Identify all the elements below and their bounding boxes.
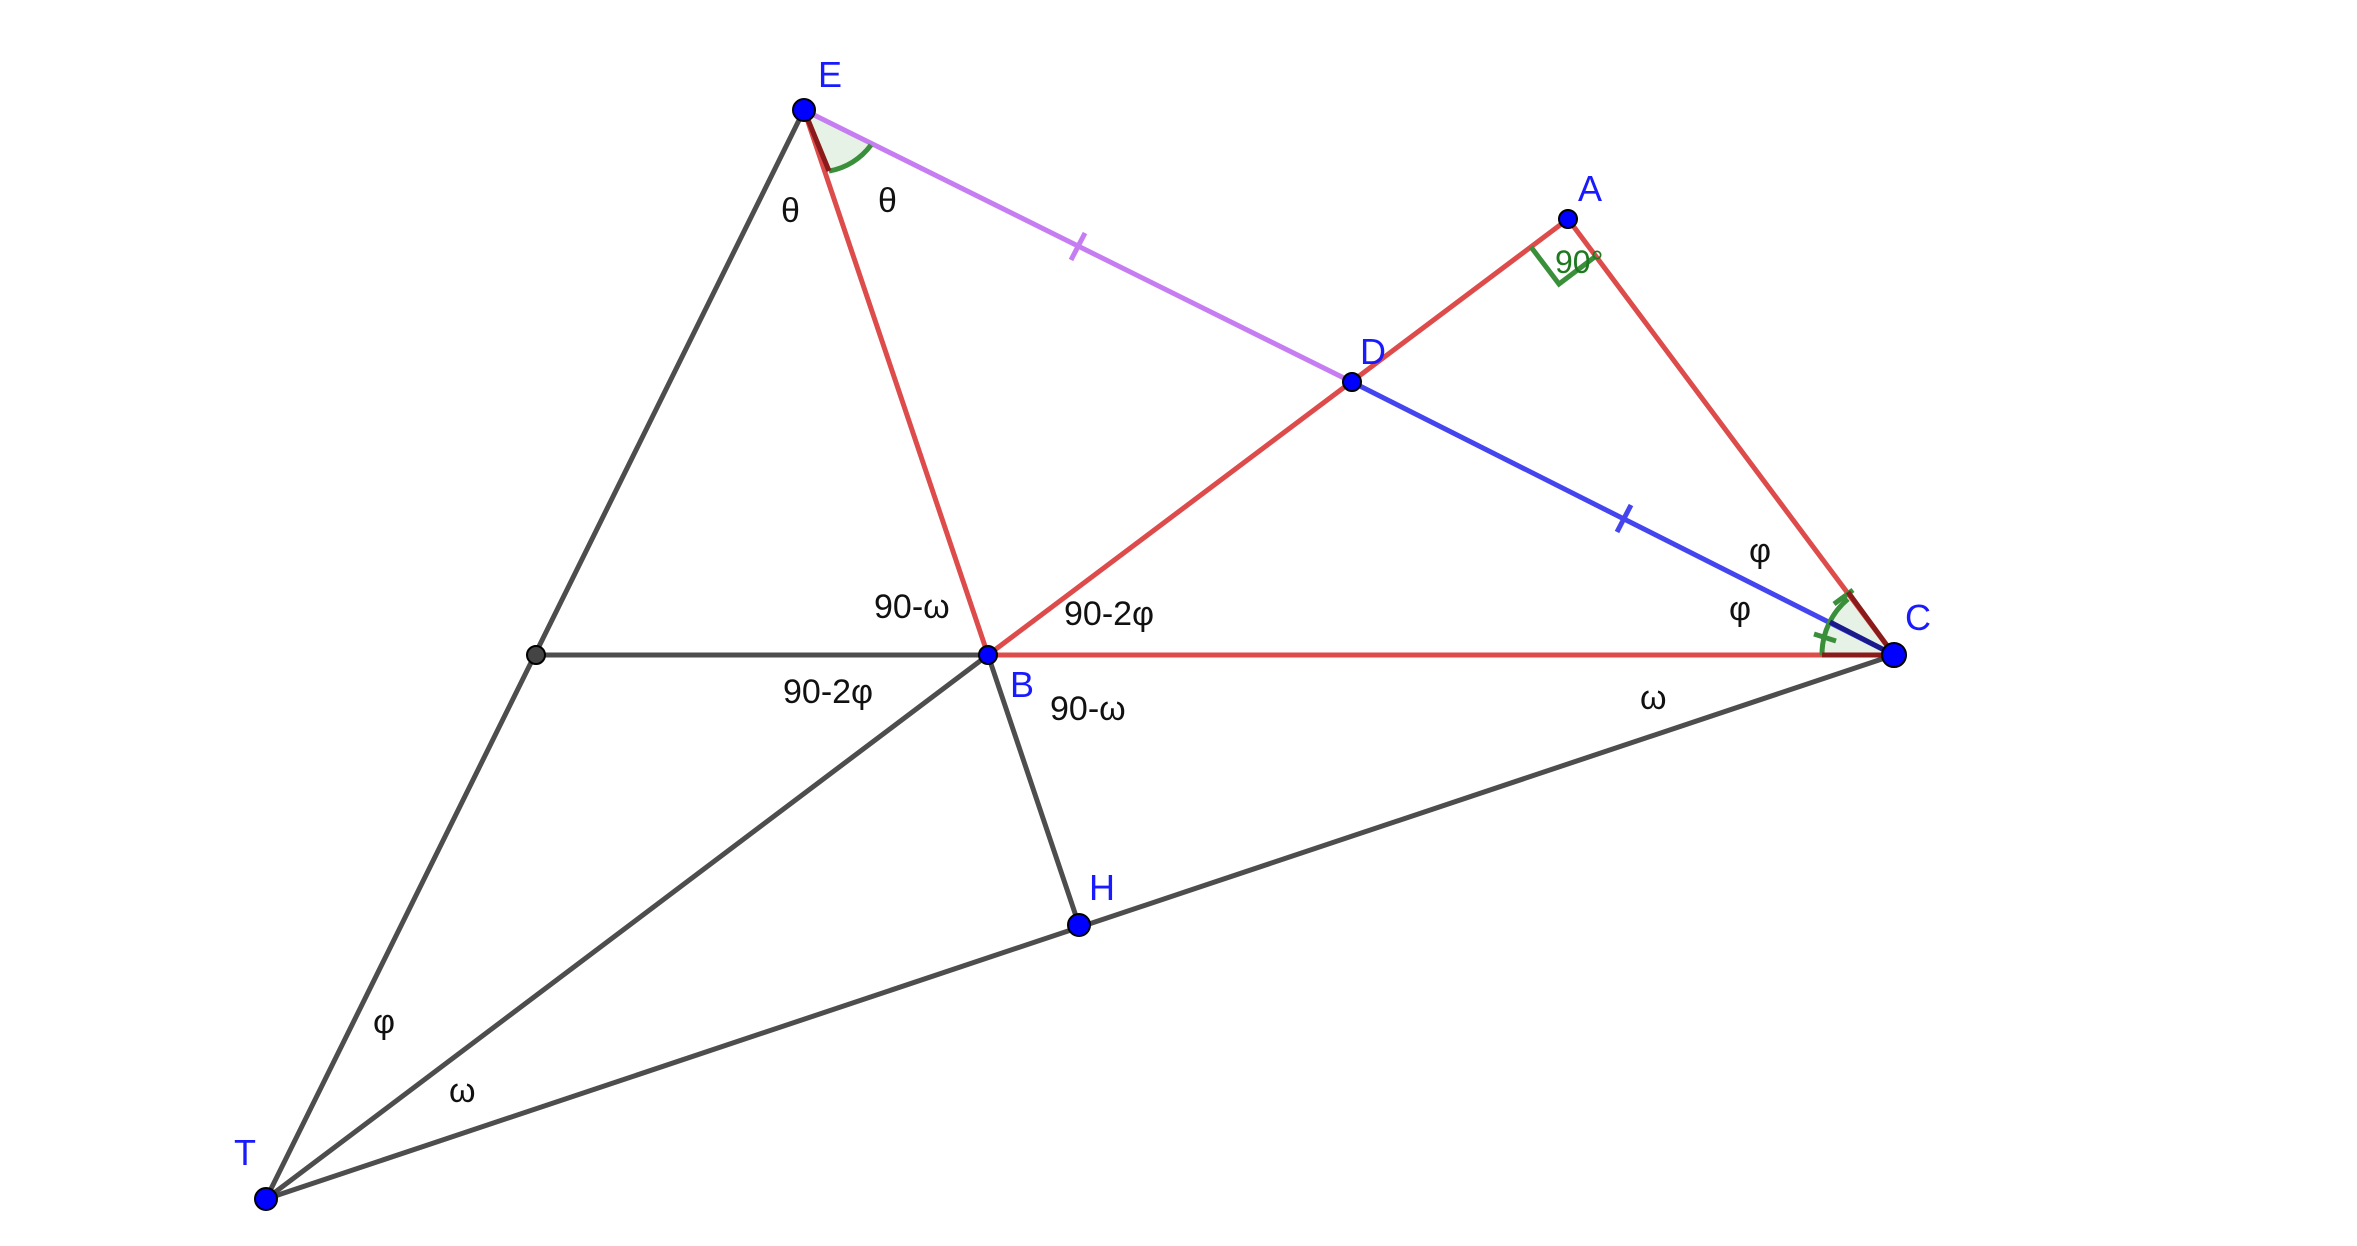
angle-arc-C bbox=[1819, 597, 1850, 656]
angle-arc-E bbox=[828, 143, 874, 174]
angle-label-theta-right: θ bbox=[878, 182, 897, 220]
angle-label-phi-C-upper: φ bbox=[1749, 532, 1771, 570]
angle-label-90-2phi-upper: 90-2φ bbox=[1064, 595, 1154, 633]
angle-marker-C bbox=[1821, 599, 1894, 655]
tick-mark-E-D bbox=[1068, 231, 1088, 262]
point-H[interactable] bbox=[1067, 913, 1091, 937]
angle-tick-C-lower bbox=[1813, 631, 1837, 644]
point-label-E: E bbox=[818, 54, 842, 95]
point-T[interactable] bbox=[254, 1187, 278, 1211]
point-C[interactable] bbox=[1881, 642, 1907, 668]
angle-label-right-A: 90° bbox=[1555, 244, 1603, 280]
point-E[interactable] bbox=[792, 98, 816, 122]
angle-label-phi-C-lower: φ bbox=[1729, 590, 1751, 628]
point-unnamed-midpoint[interactable] bbox=[526, 645, 546, 665]
angle-label-90-2phi-lower: 90-2φ bbox=[783, 673, 873, 711]
point-B[interactable] bbox=[978, 645, 998, 665]
segment-B-H bbox=[985, 652, 1082, 928]
segment-E-B bbox=[801, 107, 991, 658]
point-A[interactable] bbox=[1558, 209, 1578, 229]
point-label-B: B bbox=[1010, 664, 1034, 705]
point-label-H: H bbox=[1089, 867, 1115, 908]
angle-marker-E bbox=[804, 110, 871, 171]
point-label-T: T bbox=[234, 1132, 256, 1173]
point-label-D: D bbox=[1360, 331, 1386, 372]
segment-A-C bbox=[1565, 216, 1897, 658]
angle-label-omega-C: ω bbox=[1640, 679, 1667, 717]
angle-label-phi-T: φ bbox=[373, 1003, 395, 1041]
tick-mark-D-C bbox=[1614, 503, 1634, 534]
angle-edge-C-A bbox=[1845, 590, 1897, 657]
point-label-A: A bbox=[1578, 168, 1602, 209]
point-label-C: C bbox=[1905, 597, 1931, 638]
segment-T-B bbox=[263, 652, 991, 1202]
angle-label-theta-left: θ bbox=[781, 192, 800, 230]
angle-label-90-omega-upper: 90-ω bbox=[874, 588, 950, 626]
right-angle-marker-A bbox=[1529, 245, 1598, 288]
angle-label-omega-T: ω bbox=[449, 1072, 476, 1110]
angle-label-90-omega-lower: 90-ω bbox=[1050, 690, 1126, 728]
point-D[interactable] bbox=[1342, 372, 1362, 392]
segment-B-A bbox=[985, 216, 1571, 658]
